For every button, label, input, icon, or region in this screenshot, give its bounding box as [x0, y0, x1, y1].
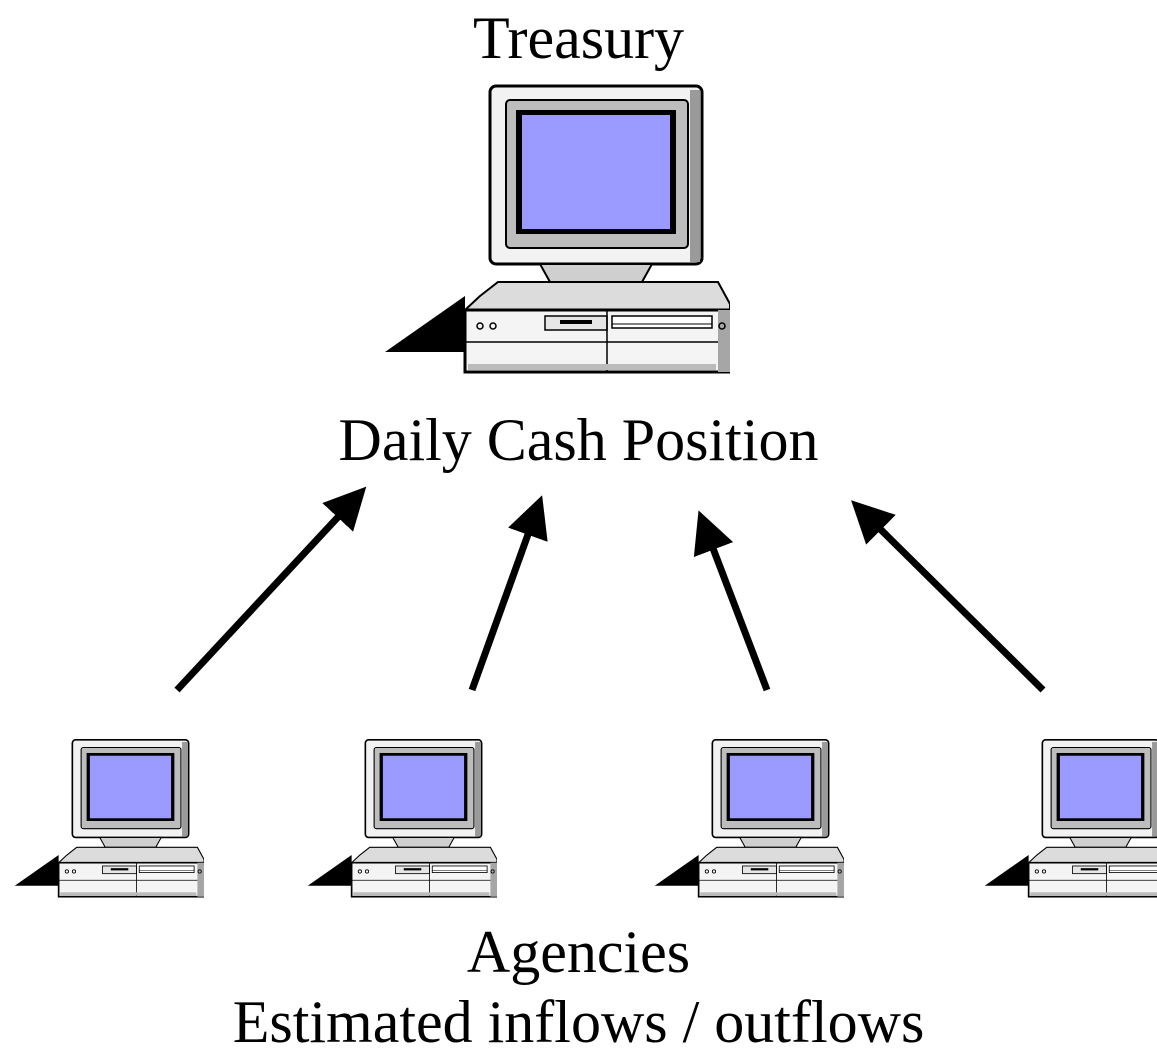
daily-cash-position-label: Daily Cash Position — [338, 407, 819, 473]
treasury-label: Treasury — [472, 5, 685, 71]
arrow-agency-2 — [468, 495, 548, 692]
arrow-agency-4 — [851, 500, 1046, 693]
arrow-agency-1 — [174, 486, 367, 693]
arrow-agency-3 — [693, 510, 771, 692]
estimated-flows-label: Estimated inflows / outflows — [232, 989, 925, 1052]
agencies-label: Agencies — [466, 919, 691, 985]
